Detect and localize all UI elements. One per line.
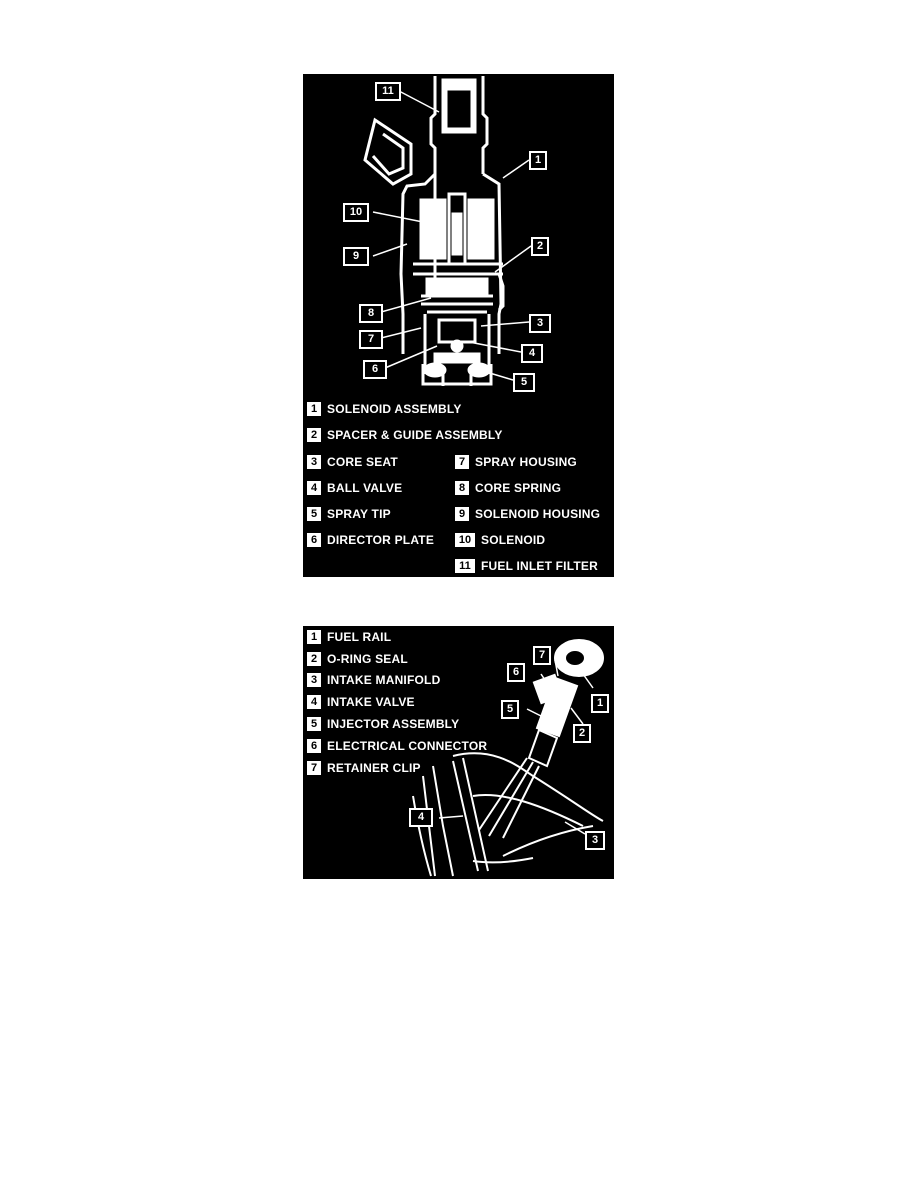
callout-11: 11	[375, 82, 401, 101]
callout-7: 7	[359, 330, 383, 349]
callout-1: 1	[591, 694, 609, 713]
callout-6: 6	[507, 663, 525, 682]
injector-cross-section-panel: 11 1 10 9 2 8 3 7 4 6 5 1 SOLENOID ASSEM…	[303, 74, 614, 577]
injector-drawing	[363, 76, 532, 386]
callout-3: 3	[585, 831, 605, 850]
installation-drawing	[412, 639, 604, 877]
callout-9: 9	[343, 247, 369, 266]
callout-8: 8	[359, 304, 383, 323]
callout-5: 5	[513, 373, 535, 392]
callout-4: 4	[521, 344, 543, 363]
callout-2: 2	[573, 724, 591, 743]
callout-4: 4	[409, 808, 433, 827]
callout-5: 5	[501, 700, 519, 719]
callout-3: 3	[529, 314, 551, 333]
callout-1: 1	[529, 151, 547, 170]
callout-6: 6	[363, 360, 387, 379]
callout-7: 7	[533, 646, 551, 665]
callout-2: 2	[531, 237, 549, 256]
injector-installation-panel: 7 6 1 5 2 4 3 1 FUEL RAIL 2 O-RING SEAL …	[303, 626, 614, 879]
callout-10: 10	[343, 203, 369, 222]
